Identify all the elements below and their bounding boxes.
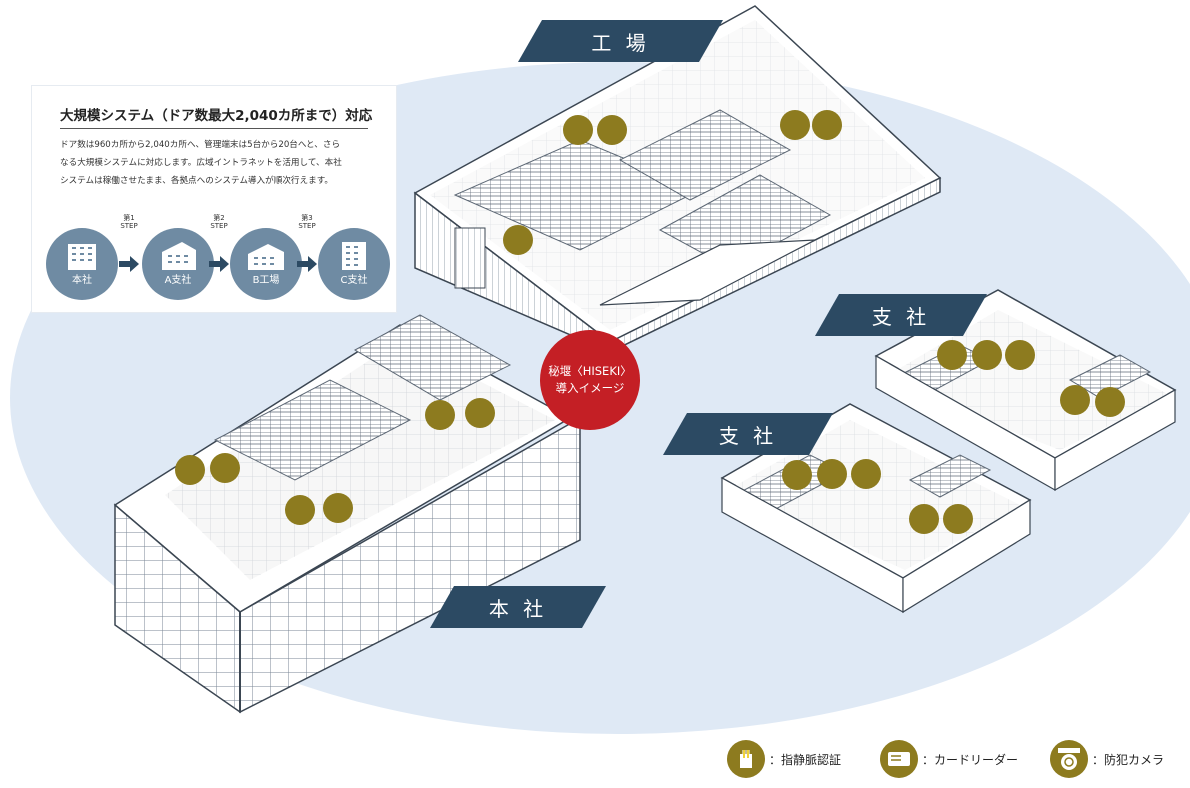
factory-label: 工 場	[518, 20, 723, 62]
fingerprint-icon	[817, 459, 847, 489]
fingerprint-icon	[727, 740, 765, 778]
card-reader-icon	[1005, 340, 1035, 370]
info-description: ドア数は960カ所から2,040カ所へ、管理端末は5台から20台へと、さら なる…	[60, 136, 370, 190]
info-title: 大規模システム（ドア数最大2,040カ所まで）対応	[60, 108, 373, 124]
legend-camera-label: ：防犯カメラ	[1092, 752, 1165, 767]
info-description-line: ドア数は960カ所から2,040カ所へ、管理端末は5台から20台へと、さら	[60, 140, 341, 150]
step-circle-headquarters: 本社	[46, 228, 118, 300]
device-icons	[175, 110, 1125, 534]
fingerprint-icon	[909, 504, 939, 534]
fingerprint-icon	[597, 115, 627, 145]
building-icon	[162, 242, 196, 270]
step-circle-branch-c: C支社	[318, 228, 390, 300]
branch-label-b: 支 社	[663, 413, 833, 455]
camera-icon	[937, 340, 967, 370]
fingerprint-icon	[1060, 385, 1090, 415]
camera-icon	[782, 460, 812, 490]
info-description-line: システムは稼働させたまま、各拠点へのシステム導入が順次行えます。	[60, 176, 334, 186]
card-reader-icon	[812, 110, 842, 140]
fingerprint-icon	[425, 400, 455, 430]
building-icon	[248, 244, 284, 270]
legend-camera: ：防犯カメラ	[1050, 738, 1164, 780]
building-icon	[68, 244, 96, 270]
fingerprint-icon	[285, 495, 315, 525]
step-tag: 第2 STEP	[210, 214, 228, 230]
step-tag: 第3 STEP	[298, 214, 316, 230]
headquarters-label: 本 社	[430, 586, 606, 628]
arrow-right-icon	[297, 256, 317, 272]
legend-card-reader: ：カードリーダー	[880, 738, 1018, 780]
step-circle-branch-a: A支社	[142, 228, 214, 300]
step-circle-factory-b: B工場	[230, 228, 302, 300]
legend-fingerprint-label: ：指静脈認証	[769, 752, 842, 767]
step-label: B工場	[252, 275, 280, 286]
step-label: C支社	[340, 275, 368, 286]
arrow-right-icon	[209, 256, 229, 272]
headquarters-building	[113, 314, 581, 714]
card-reader-icon	[880, 740, 918, 778]
card-reader-icon	[851, 459, 881, 489]
factory-building	[413, 5, 942, 354]
building-icon	[342, 242, 366, 270]
arrow-right-icon	[119, 256, 139, 272]
info-divider	[60, 128, 368, 129]
fingerprint-icon	[972, 340, 1002, 370]
card-reader-icon	[465, 398, 495, 428]
fingerprint-icon	[780, 110, 810, 140]
legend-fingerprint: ：指静脈認証	[727, 738, 841, 780]
camera-icon	[1050, 740, 1088, 778]
camera-icon	[175, 455, 205, 485]
legend-card-reader-label: ：カードリーダー	[922, 752, 1019, 767]
camera-icon	[563, 115, 593, 145]
center-badge-line2: 導入イメージ	[555, 381, 625, 395]
card-reader-icon	[323, 493, 353, 523]
center-badge-line1: 秘堰〈HISEKI〉	[548, 364, 632, 378]
camera-icon	[503, 225, 533, 255]
center-badge: 秘堰〈HISEKI〉 導入イメージ	[540, 330, 640, 430]
branch-label-a: 支 社	[815, 294, 987, 336]
step-label: 本社	[72, 275, 92, 286]
step-tag: 第1 STEP	[120, 214, 138, 230]
step-label: A支社	[164, 275, 192, 286]
card-reader-icon	[943, 504, 973, 534]
info-box: 大規模システム（ドア数最大2,040カ所まで）対応 ドア数は960カ所から2,0…	[32, 86, 396, 312]
fingerprint-icon	[210, 453, 240, 483]
info-description-line: なる大規模システムに対応します。広域イントラネットを活用して、本社	[60, 158, 342, 168]
card-reader-icon	[1095, 387, 1125, 417]
